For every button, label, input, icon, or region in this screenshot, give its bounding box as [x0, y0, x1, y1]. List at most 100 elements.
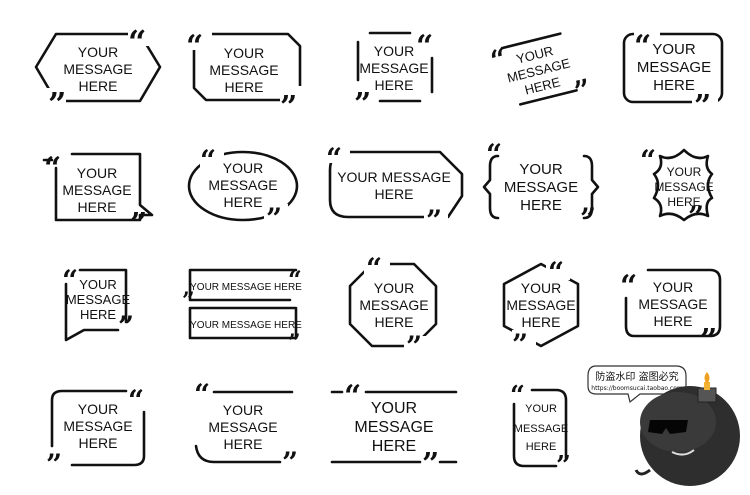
message-line: HERE — [372, 438, 416, 455]
message-line: MESSAGE — [208, 419, 277, 435]
frame-gap — [264, 204, 288, 222]
open-quote-icon: “ — [194, 378, 210, 411]
watermark-speech-bubble — [587, 365, 687, 404]
message-line: MESSAGE — [504, 179, 578, 196]
frame-r1c1: “ ” YOUR MESSAGE HERE — [34, 23, 162, 123]
frame-gap — [692, 92, 718, 110]
watermark: 防盗水印 盗图必究 https://boomsucai.taobao.com — [587, 365, 740, 486]
open-quote-icon: “ — [486, 138, 502, 171]
message-line: YOUR — [667, 165, 702, 179]
open-quote-icon: “ — [620, 269, 637, 304]
message-line: MESSAGE — [62, 182, 131, 198]
message-line: HERE — [375, 77, 414, 93]
open-quote-icon: “ — [634, 29, 651, 64]
open-quote-icon: “ — [44, 151, 61, 186]
frame-r4c1: “ ” YOUR MESSAGE HERE — [46, 384, 146, 481]
message-line: MESSAGE — [637, 59, 711, 76]
watermark-url: https://boomsucai.taobao.com — [591, 385, 683, 392]
close-quote-icon: ” — [48, 85, 66, 123]
frame-r2c5: “ ” YOUR MESSAGE HERE — [640, 144, 714, 233]
close-quote-icon: ” — [571, 72, 595, 108]
frame-gap — [200, 150, 224, 168]
open-quote-icon: “ — [344, 379, 361, 414]
curved-lines-frame — [194, 390, 294, 464]
bracket-lines-frame — [356, 31, 434, 103]
rounded-rect-frame — [624, 268, 722, 338]
frame-r1c2: “ ” YOUR MESSAGE HERE — [186, 28, 306, 125]
message-line: MESSAGE — [63, 418, 132, 434]
open-quote-icon: “ — [366, 252, 382, 285]
open-quote-icon: “ — [200, 144, 216, 177]
open-quote-icon: “ — [186, 29, 203, 64]
close-quote-icon: ” — [580, 202, 596, 235]
frame-r3c4: “ ” YOUR MESSAGE HERE — [502, 256, 580, 361]
message-line: HERE — [375, 314, 414, 330]
message-line: MESSAGE — [359, 60, 428, 76]
message-line: MESSAGE — [208, 177, 277, 193]
horizontal-lines-frame — [330, 390, 458, 464]
open-quote-icon: “ — [416, 29, 433, 64]
close-quote-icon: ” — [280, 90, 297, 125]
frame-r2c4: “ ” YOUR MESSAGE HERE — [482, 138, 600, 235]
message-line: MESSAGE — [354, 419, 433, 436]
frame-gap — [280, 86, 306, 106]
close-quote-icon: ” — [512, 328, 528, 361]
message-line: MESSAGE — [66, 292, 131, 307]
frame-gap — [326, 145, 350, 163]
speech-box-frame — [64, 268, 128, 342]
frame-gap — [424, 208, 448, 224]
close-quote-icon: ” — [288, 330, 301, 356]
message-line: MESSAGE — [654, 180, 713, 194]
close-quote-icon: ” — [694, 89, 711, 124]
frame-gap — [44, 88, 66, 110]
message-line: YOUR — [79, 277, 117, 292]
open-quote-icon: “ — [548, 256, 564, 289]
message-line: HERE — [667, 195, 700, 209]
close-quote-icon: ” — [182, 288, 195, 314]
ellipse-frame — [187, 150, 299, 222]
open-quote-icon: “ — [487, 42, 511, 78]
frame-r3c2: “ ” ” YOUR MESSAGE HERE YOUR MESSAGE HER… — [182, 265, 302, 356]
message-line: HERE — [79, 78, 118, 94]
tilted-lines-frame — [500, 32, 578, 106]
message-line: YOUR — [78, 401, 118, 417]
message-line: YOUR — [371, 400, 417, 417]
frame-r1c4: “ ” YOUR MESSAGE HERE — [487, 32, 595, 108]
message-line: YOUR — [525, 403, 557, 415]
frame-gap — [186, 28, 212, 50]
open-quote-icon: “ — [128, 384, 144, 417]
left-brace — [482, 154, 500, 220]
message-line: MESSAGE — [506, 297, 575, 313]
message-line: YOUR — [223, 160, 263, 176]
frame-r1c5: “ ” YOUR MESSAGE HERE — [622, 26, 724, 124]
open-quote-icon: “ — [510, 381, 525, 411]
bar-frame-top — [188, 268, 298, 302]
tall-rounded-frame — [512, 388, 568, 468]
message-line: YOUR — [652, 41, 696, 58]
message-line: MESSAGE — [209, 62, 278, 78]
close-quote-icon: ” — [426, 204, 442, 237]
message-line: HERE — [375, 186, 414, 202]
message-line: HERE — [79, 435, 118, 451]
message-line: HERE — [520, 197, 562, 214]
message-line: HERE — [80, 307, 116, 322]
frame-r2c2: “ ” YOUR MESSAGE HERE — [187, 144, 299, 235]
frame-gap — [512, 330, 536, 348]
open-quote-icon: “ — [62, 264, 78, 297]
message-line: MESSAGE — [63, 61, 132, 77]
close-quote-icon: ” — [354, 87, 371, 122]
close-quote-icon: ” — [282, 446, 298, 479]
open-quote-icon: “ — [288, 265, 302, 294]
message-line: MESSAGE — [514, 423, 568, 435]
frame-gap — [404, 336, 430, 354]
bar-frame-bottom — [188, 306, 298, 340]
open-quote-icon: “ — [640, 144, 656, 177]
hexagon-frame — [502, 262, 580, 348]
close-quote-icon: ” — [118, 310, 134, 343]
message-line: YOUR MESSAGE — [337, 169, 451, 185]
frame-r2c1: “ ” YOUR MESSAGE HERE — [42, 151, 154, 242]
message-line: YOUR — [374, 280, 414, 296]
message-line: MESSAGE — [359, 297, 428, 313]
frame-r3c3: “ ” YOUR MESSAGE HERE — [348, 252, 438, 363]
